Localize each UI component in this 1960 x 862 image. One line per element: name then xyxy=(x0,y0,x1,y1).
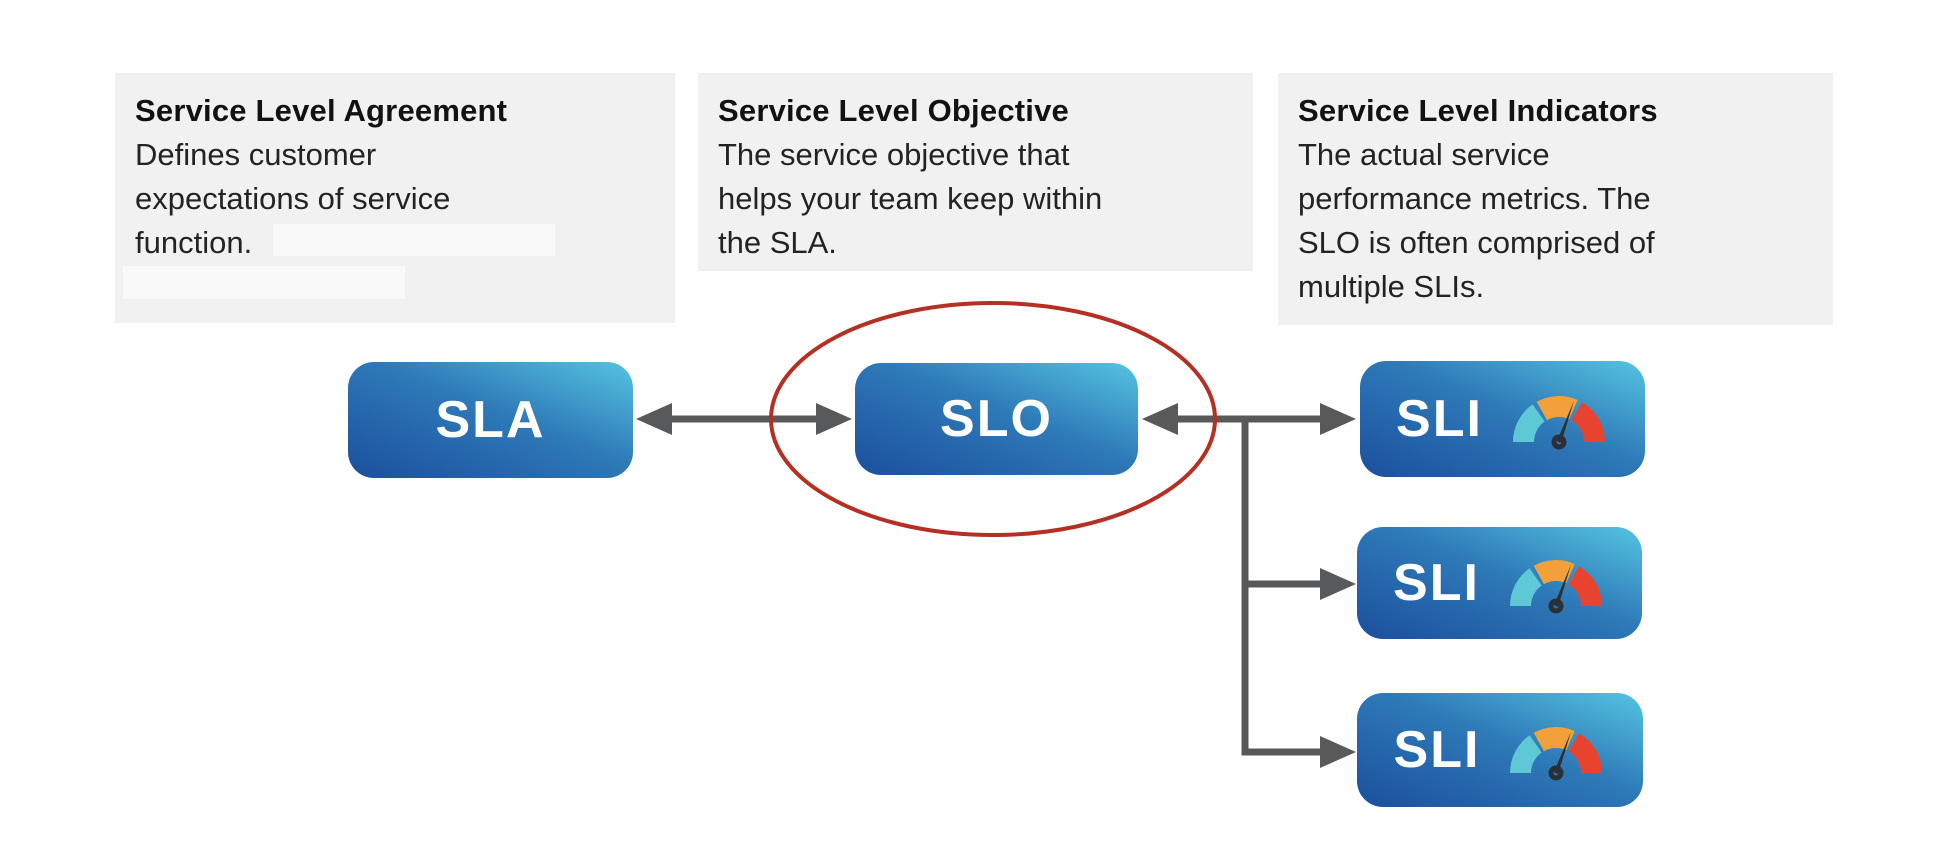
card-body-line: The actual service xyxy=(1298,137,1550,172)
arrow-to-sli-3 xyxy=(1241,736,1356,768)
arrow-sla-slo xyxy=(636,403,852,435)
card-body-line: expectations of service xyxy=(135,181,451,216)
card-body-line: multiple SLIs. xyxy=(1298,269,1485,304)
info-card-slo: Service Level Objective The service obje… xyxy=(698,73,1253,271)
node-sla: SLA xyxy=(348,362,633,478)
node-sli-2: SLI xyxy=(1357,527,1642,639)
node-sli-2-label: SLI xyxy=(1393,554,1480,612)
info-card-sla: Service Level Agreement Defines customer… xyxy=(115,73,675,323)
info-card-sli: Service Level Indicators The actual serv… xyxy=(1278,73,1833,325)
card-title: Service Level Agreement xyxy=(135,93,508,128)
node-sli-3-label: SLI xyxy=(1393,721,1481,779)
arrow-to-sli-2 xyxy=(1245,568,1356,600)
card-body-line: performance metrics. The xyxy=(1298,181,1651,216)
node-slo-label: SLO xyxy=(940,390,1053,448)
arrow-to-sli-1 xyxy=(1320,403,1356,435)
gauge-icon xyxy=(1509,560,1602,614)
card-body-line: the SLA. xyxy=(718,225,837,260)
node-slo: SLO xyxy=(855,363,1138,475)
gauge-icon xyxy=(1510,727,1603,781)
node-sli-3: SLI xyxy=(1357,693,1643,807)
card-title: Service Level Indicators xyxy=(1298,93,1658,128)
node-sla-label: SLA xyxy=(435,391,546,449)
card-body-line: function. xyxy=(135,225,253,260)
redaction-bar xyxy=(123,266,405,299)
node-sli-1-label: SLI xyxy=(1396,390,1483,448)
redaction-bar xyxy=(273,224,555,256)
card-body-line: helps your team keep within xyxy=(718,181,1103,216)
card-body-line: Defines customer xyxy=(135,137,377,172)
card-body-line: The service objective that xyxy=(718,137,1070,172)
card-title: Service Level Objective xyxy=(718,93,1069,128)
gauge-icon xyxy=(1512,396,1605,450)
node-sli-1: SLI xyxy=(1360,361,1645,477)
arrow-sli-to-slo xyxy=(1142,403,1322,435)
card-body-line: SLO is often comprised of xyxy=(1298,225,1655,260)
